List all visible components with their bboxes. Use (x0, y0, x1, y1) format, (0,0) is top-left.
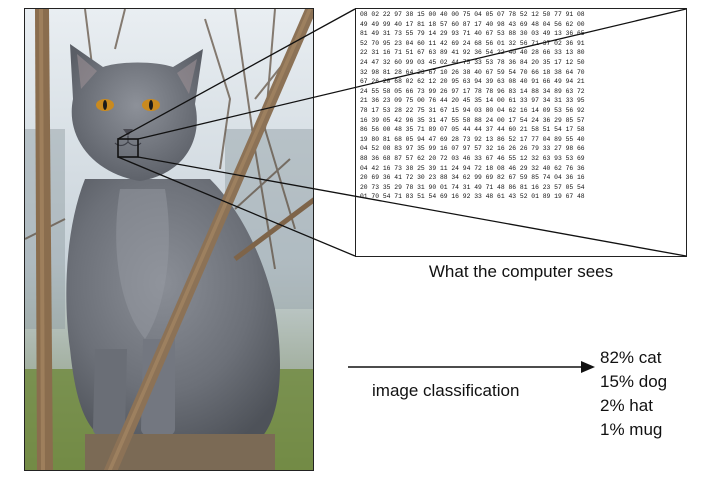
grid-row: 67 26 20 68 02 62 12 20 95 63 94 39 63 0… (360, 78, 585, 86)
grid-row: 86 56 00 48 35 71 89 07 05 44 44 37 44 6… (360, 126, 585, 134)
grid-row: 21 36 23 09 75 00 76 44 20 45 35 14 00 6… (360, 97, 585, 105)
grid-row: 49 49 99 40 17 81 18 57 60 87 17 40 98 4… (360, 20, 585, 28)
prediction-hat: 2% hat (600, 396, 653, 415)
cat-photo (24, 8, 314, 471)
grid-row: 16 39 05 42 96 35 31 47 55 58 88 24 00 1… (360, 116, 585, 124)
prediction-cat: 82% cat (600, 348, 662, 367)
grid-row: 78 17 53 28 22 75 31 67 15 94 03 80 04 6… (360, 106, 585, 114)
grid-row: 24 55 58 05 66 73 99 26 97 17 78 78 96 8… (360, 87, 585, 95)
grid-row: 88 36 68 87 57 62 20 72 03 46 33 67 46 5… (360, 154, 585, 162)
prediction-list: 82% cat 15% dog 2% hat 1% mug (600, 346, 667, 442)
prediction-mug: 1% mug (600, 420, 663, 439)
grid-caption: What the computer sees (428, 262, 614, 281)
classification-arrow (348, 361, 595, 373)
grid-row: 20 73 35 29 78 31 90 01 74 31 49 71 48 8… (360, 183, 585, 191)
grid-row: 04 42 16 73 38 25 39 11 24 94 72 18 08 4… (360, 164, 585, 172)
grid-row: 20 69 36 41 72 30 23 88 34 62 99 69 82 6… (360, 174, 585, 182)
prediction-dog: 15% dog (600, 372, 668, 391)
grid-row: 24 47 32 60 99 03 45 02 44 75 33 53 78 3… (360, 58, 585, 66)
pixel-value-grid: 08 02 22 97 38 15 00 40 00 75 04 05 07 7… (355, 8, 687, 257)
grid-row: 01 70 54 71 83 51 54 69 16 92 33 48 61 4… (360, 193, 585, 201)
arrow-label: image classification (372, 381, 520, 400)
grid-row: 19 80 81 68 05 94 47 69 28 73 92 13 86 5… (360, 135, 585, 143)
grid-row: 22 31 16 71 51 67 63 89 41 92 36 54 22 4… (360, 49, 585, 57)
grid-row: 52 70 95 23 04 60 11 42 69 24 68 56 01 3… (360, 39, 585, 47)
grid-row: 04 52 08 83 97 35 99 16 07 97 57 32 16 2… (360, 145, 585, 153)
grid-row: 81 49 31 73 55 79 14 29 93 71 40 67 53 8… (360, 30, 585, 38)
grid-row: 32 98 81 28 64 23 67 10 26 38 40 67 59 5… (360, 68, 585, 76)
grid-row: 08 02 22 97 38 15 00 40 00 75 04 05 07 7… (360, 11, 585, 18)
cat-illustration (25, 9, 313, 470)
